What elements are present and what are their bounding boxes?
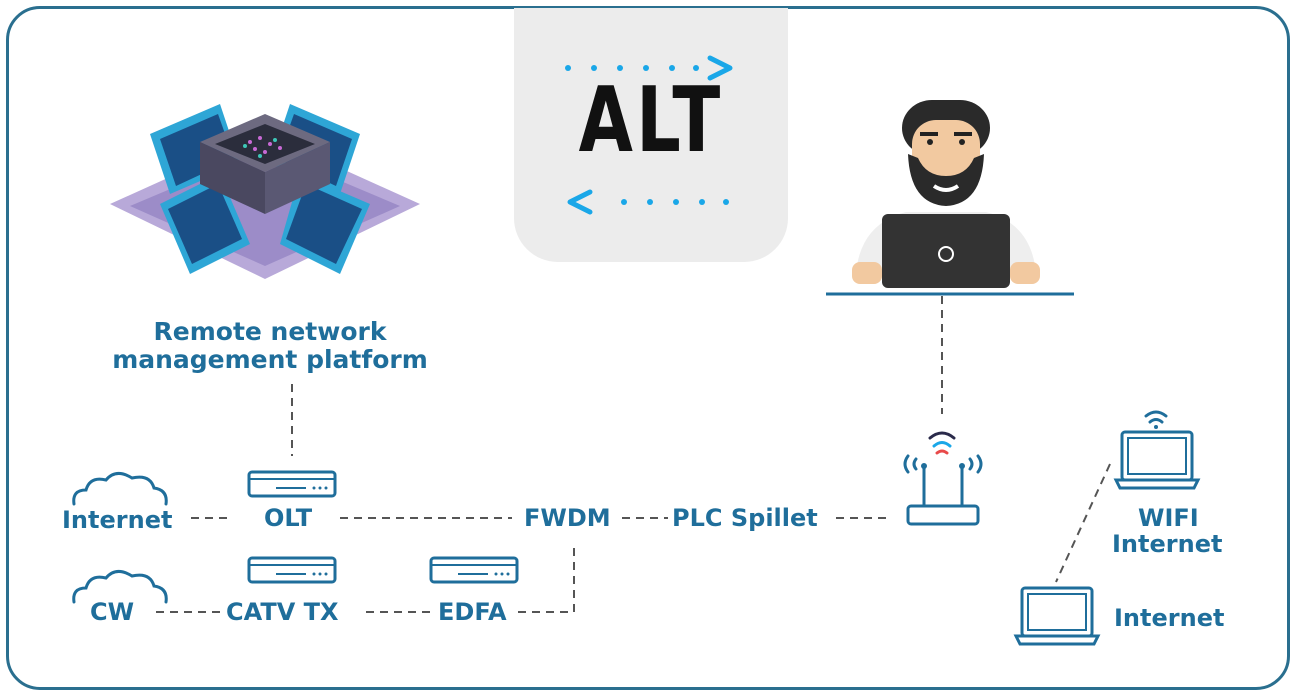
olt-router-icon bbox=[247, 470, 337, 498]
line-edfa-fwdm bbox=[518, 544, 575, 613]
cloud-icon bbox=[72, 472, 168, 506]
wifi-laptop-icon bbox=[1113, 410, 1201, 490]
cloud-icon bbox=[72, 570, 168, 604]
edfa-router-icon bbox=[429, 556, 519, 584]
catv-router-icon bbox=[247, 556, 337, 584]
fwdm-label: FWDM bbox=[524, 504, 611, 532]
platform-title-line1: Remote network bbox=[153, 317, 387, 346]
server-cluster-icon bbox=[110, 104, 420, 279]
cw-label: CW bbox=[90, 598, 135, 626]
edfa-label: EDFA bbox=[438, 598, 507, 626]
logo-text: ALT bbox=[578, 68, 724, 173]
wifi-internet-label: Internet bbox=[1112, 530, 1223, 558]
logo-arrows bbox=[565, 55, 733, 215]
wifi-router-icon bbox=[903, 431, 983, 526]
logo-card: ALT bbox=[514, 8, 788, 262]
wifi-label: WIFI bbox=[1138, 504, 1199, 532]
user-laptop-icon bbox=[852, 100, 1040, 288]
line-wifi-laptop bbox=[1055, 463, 1111, 583]
laptop-icon bbox=[1013, 586, 1101, 646]
internet-right-label: Internet bbox=[1114, 604, 1225, 632]
plc-splitter-label: PLC Spillet bbox=[672, 504, 818, 532]
internet-left-label: Internet bbox=[62, 506, 173, 534]
diagram-frame bbox=[6, 6, 1290, 690]
olt-label: OLT bbox=[264, 504, 313, 532]
platform-title-line2: management platform bbox=[112, 345, 428, 374]
catv-tx-label: CATV TX bbox=[226, 598, 339, 626]
